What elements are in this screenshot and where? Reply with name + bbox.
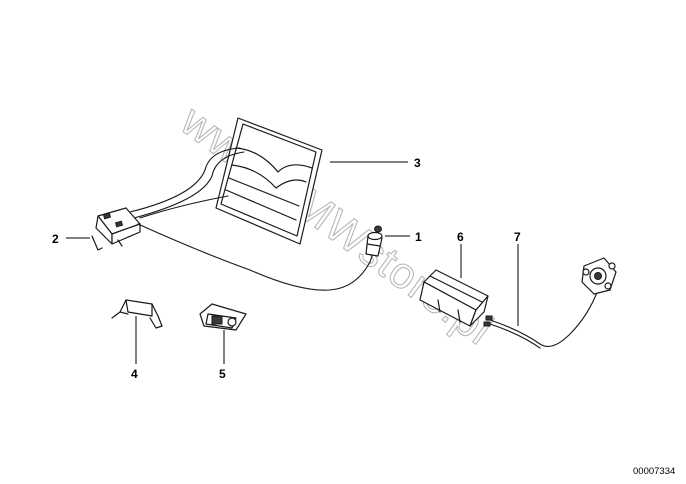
callout-3: 3 <box>414 156 421 170</box>
callout-7: 7 <box>514 230 521 244</box>
heating-pad-part <box>215 117 323 245</box>
pad-wires <box>129 147 245 219</box>
callout-2: 2 <box>52 232 59 246</box>
reference-number: 00007334 <box>633 466 675 477</box>
bracket-part <box>111 299 163 329</box>
callout-5: 5 <box>219 367 226 381</box>
callout-6: 6 <box>457 230 464 244</box>
sensor-cable <box>137 223 375 291</box>
temperature-sensor-part <box>365 225 383 257</box>
cable-part <box>489 257 617 349</box>
heating-element-part <box>419 269 493 327</box>
switch-part <box>199 303 247 331</box>
callout-4: 4 <box>131 367 138 381</box>
connector-part <box>91 207 141 251</box>
callout-1: 1 <box>415 230 422 244</box>
